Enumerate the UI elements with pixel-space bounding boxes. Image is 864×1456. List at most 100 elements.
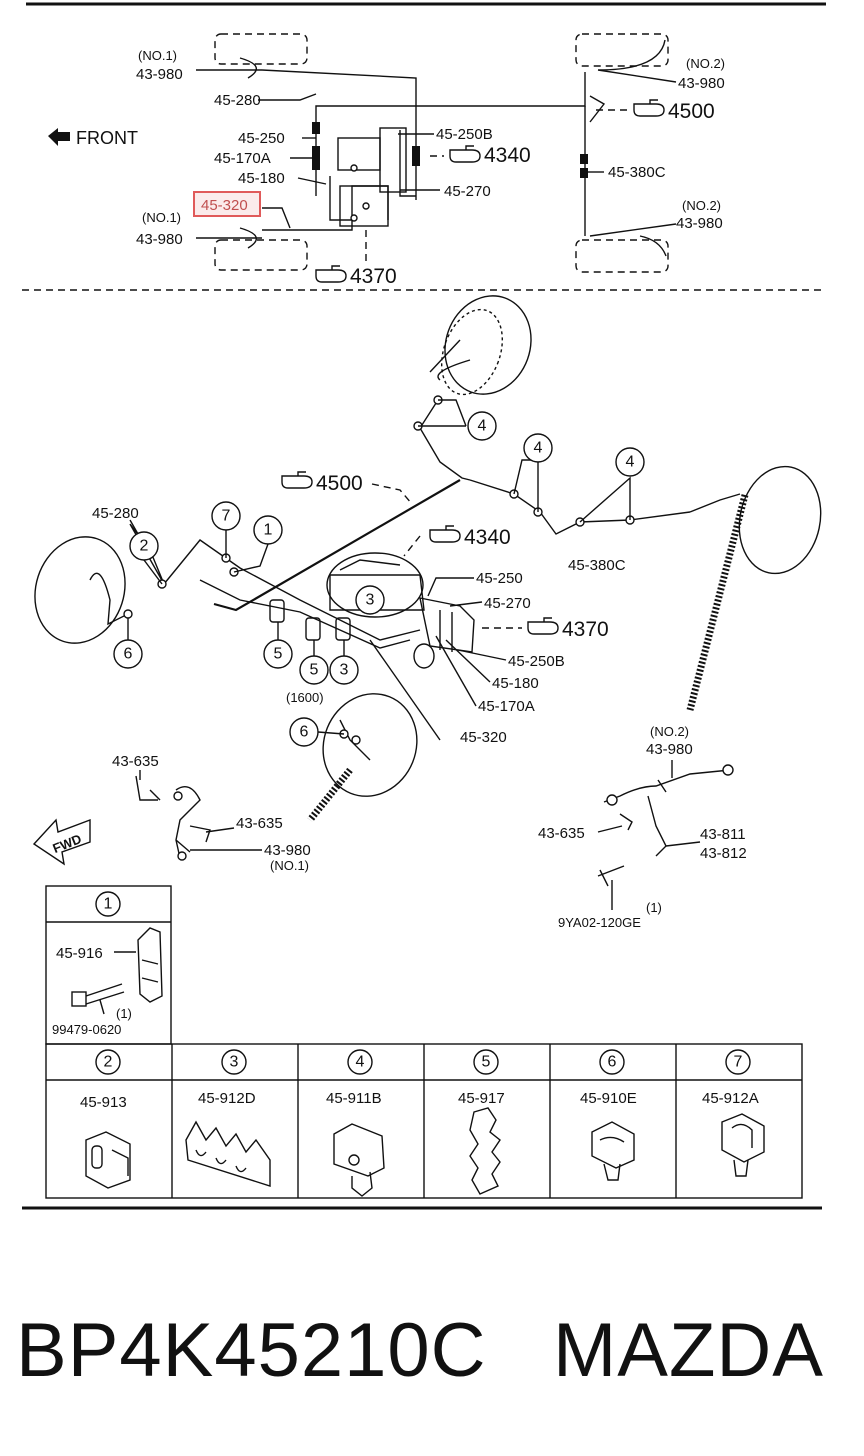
- leader-45180: [297, 177, 327, 185]
- callout-1-text: 1: [264, 522, 273, 539]
- joint-c: [362, 202, 370, 210]
- cell-1-num: 1: [104, 896, 113, 913]
- callout-1: [253, 515, 283, 545]
- hand-icon-4370: [315, 265, 347, 283]
- clip-5b: [305, 617, 321, 641]
- pipe-rr-top: [419, 399, 471, 481]
- clip-5a: [269, 599, 285, 623]
- cell-3-part: 45-912D: [198, 1090, 256, 1107]
- highlight-fill: [195, 193, 259, 215]
- cell-3-num-circle: [221, 1049, 247, 1075]
- clip-3b: [335, 617, 351, 641]
- clip-45910e-icon: [591, 1121, 635, 1181]
- hose-rl: [196, 227, 262, 249]
- wheel-front-left-iso: [34, 536, 126, 644]
- leader-45280-main: [129, 519, 139, 535]
- label-45250b-main: 45-250B: [508, 653, 565, 670]
- cell-4-num-circle: [347, 1049, 373, 1075]
- clip-45912d-icon: [185, 1120, 271, 1187]
- label-45180-main: 45-180: [492, 675, 539, 692]
- ref-4500-main: 4500: [316, 472, 363, 495]
- clip-45911b-icon: [333, 1123, 385, 1197]
- leader-1: [233, 543, 269, 573]
- clip-45913-icon: [85, 1131, 131, 1189]
- label-no2-top: (NO.2): [686, 56, 725, 71]
- label-45270-main: 45-270: [484, 595, 531, 612]
- hose-fl: [196, 57, 262, 79]
- label-45320-highlighted[interactable]: 45-320: [201, 197, 248, 214]
- label-no2-bottom: (NO.2): [682, 198, 721, 213]
- leader-4-mid: [513, 459, 539, 512]
- joint-a: [350, 164, 358, 172]
- cell-1-qty: (1): [116, 1006, 132, 1021]
- cell-5-part: 45-917: [458, 1090, 505, 1107]
- label-45250-main: 45-250: [476, 570, 523, 587]
- label-45320-main: 45-320: [460, 729, 507, 746]
- booster: [337, 137, 381, 171]
- callout-6-left-text: 6: [124, 646, 133, 663]
- cell-7-part: 45-912A: [702, 1090, 759, 1107]
- callout-4-top-text: 4: [478, 418, 487, 435]
- line-mid: [329, 176, 352, 221]
- cell-7-num: 7: [734, 1054, 743, 1071]
- callout-5a-text: 5: [274, 646, 283, 663]
- ref-4500-main-dash: [371, 483, 413, 505]
- label-43635-c: 43-635: [538, 825, 585, 842]
- cell-3-num: 3: [230, 1054, 239, 1071]
- cell-6-part: 45-910E: [580, 1090, 637, 1107]
- ref-4370-main: 4370: [562, 618, 609, 641]
- leader-43811: [665, 841, 701, 847]
- ref-4370-top: 4370: [350, 265, 397, 288]
- label-qty-1: (1): [646, 900, 662, 915]
- wheel-rear-right: [575, 239, 669, 273]
- clip-45916-icon: [137, 927, 163, 1003]
- ref-4340-main: 4340: [464, 526, 511, 549]
- master-cylinder: [379, 127, 407, 193]
- fwd-arrow-icon: [32, 818, 91, 866]
- label-45280-top: 45-280: [214, 92, 261, 109]
- pipe-rl: [339, 719, 371, 761]
- pipe-rr-hose: [429, 339, 471, 381]
- callout-4-top: [467, 411, 497, 441]
- callout-6-left: [113, 639, 143, 669]
- label-45250-top: 45-250: [238, 130, 285, 147]
- hand-icon-4370-main: [527, 617, 559, 635]
- clip-mark-4: [580, 154, 588, 164]
- label-45270-top: 45-270: [444, 183, 491, 200]
- ref-4500-top: 4500: [668, 100, 715, 123]
- wheel-front-right: [575, 33, 669, 67]
- hand-icon-4500-main: [281, 471, 313, 489]
- leader-45320: [262, 207, 291, 229]
- label-43980-bottom-left: 43-980: [136, 231, 183, 248]
- label-45280-main: 45-280: [92, 505, 139, 522]
- callout-7: [211, 501, 241, 531]
- label-43980-bottom-right: 43-980: [676, 215, 723, 232]
- callout-3-booster-text: 3: [366, 592, 375, 609]
- hu-block: [339, 185, 389, 227]
- label-43812: 43-812: [700, 845, 747, 862]
- label-45170a-top: 45-170A: [214, 150, 271, 167]
- callout-5a: [263, 639, 293, 669]
- leader-43635b: [205, 827, 235, 833]
- cell-5-num-circle: [473, 1049, 499, 1075]
- cell-7-num-circle: [725, 1049, 751, 1075]
- label-43811: 43-811: [700, 826, 746, 843]
- bolt-icon: [71, 983, 125, 1007]
- callout-2: [129, 531, 159, 561]
- wheel-rear-left-iso: [322, 693, 418, 797]
- callout-7-text: 7: [222, 508, 231, 525]
- callout-5b-text: 5: [310, 662, 319, 679]
- leader-45250b-main: [457, 649, 507, 661]
- brand-name: MAZDA: [552, 1308, 824, 1393]
- leader-45320-main: [369, 639, 441, 741]
- callout-4-right-text: 4: [626, 454, 635, 471]
- clip-mark-5: [580, 168, 588, 178]
- joint-b: [350, 214, 358, 222]
- clip-45917-icon: [469, 1107, 501, 1195]
- hose-thick-right: [686, 494, 749, 711]
- hand-icon-4500: [633, 99, 665, 117]
- cell-1-num-circle: [95, 891, 121, 917]
- cell-6-num: 6: [608, 1054, 617, 1071]
- label-45180-top: 45-180: [238, 170, 285, 187]
- leader-2: [143, 559, 163, 585]
